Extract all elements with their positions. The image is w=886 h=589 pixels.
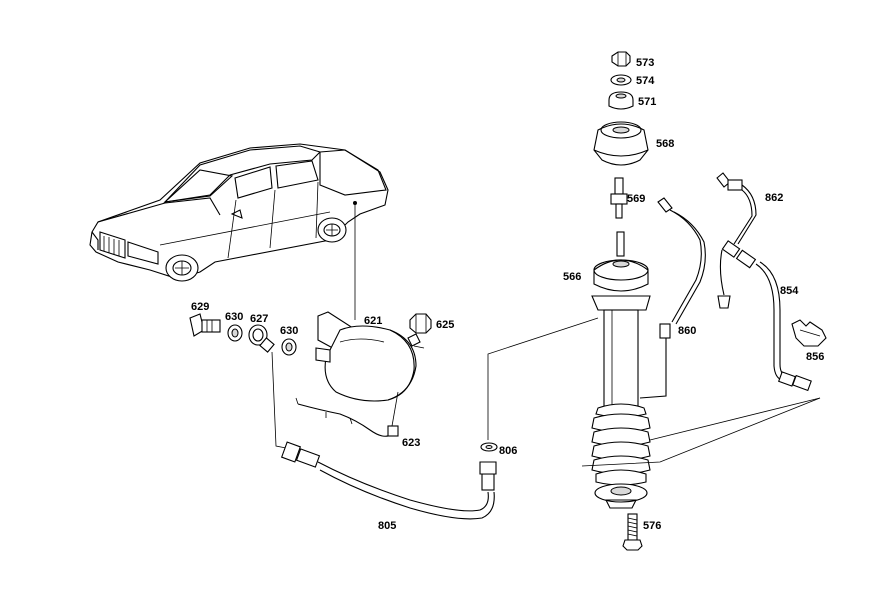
- part-806-washer: [480, 442, 498, 452]
- part-621-pressure-reservoir: [315, 311, 425, 402]
- part-571-rubber-bushing: [608, 91, 634, 110]
- part-574-washer: [610, 74, 632, 86]
- label-630-b: 630: [280, 325, 298, 337]
- label-573: 573: [636, 57, 654, 69]
- part-630-washer-a: [227, 324, 243, 342]
- label-627: 627: [250, 313, 268, 325]
- label-806: 806: [499, 445, 517, 457]
- part-629-bolt: [189, 313, 221, 337]
- label-568: 568: [656, 138, 674, 150]
- label-621: 621: [364, 315, 382, 327]
- label-576: 576: [643, 520, 661, 532]
- part-568-strut-mount: [593, 121, 649, 166]
- label-862: 862: [765, 192, 783, 204]
- label-805: 805: [378, 520, 396, 532]
- part-566-shock-absorber: [591, 231, 651, 509]
- label-856: 856: [806, 351, 824, 363]
- label-854: 854: [780, 285, 799, 297]
- label-623: 623: [402, 437, 420, 449]
- label-625: 625: [436, 319, 454, 331]
- part-862-pressure-line: [716, 172, 757, 309]
- part-576-bolt: [622, 513, 643, 551]
- leader-854-to-shock: [649, 397, 821, 441]
- part-627-union: [248, 324, 275, 353]
- leader-627-to-805: [271, 351, 287, 449]
- car-illustration: [89, 143, 389, 282]
- label-629: 629: [191, 301, 209, 313]
- part-860-pressure-line: [639, 197, 706, 399]
- label-574: 574: [636, 75, 655, 87]
- label-569: 569: [627, 193, 645, 205]
- label-860: 860: [678, 325, 696, 337]
- part-625-nut: [409, 313, 432, 334]
- part-623-wiring: [295, 391, 399, 437]
- label-566: 566: [563, 271, 581, 283]
- label-571: 571: [638, 96, 656, 108]
- leader-566-to-806: [487, 317, 599, 440]
- part-854-hose: [721, 240, 812, 392]
- part-573-nut: [611, 51, 631, 67]
- part-856-bracket: [791, 319, 827, 347]
- part-805-pressure-pipe: [280, 441, 497, 520]
- part-569-rod-end: [610, 177, 628, 219]
- label-630-a: 630: [225, 311, 243, 323]
- part-630-washer-b: [281, 338, 297, 356]
- leader-854-bottom: [581, 397, 821, 467]
